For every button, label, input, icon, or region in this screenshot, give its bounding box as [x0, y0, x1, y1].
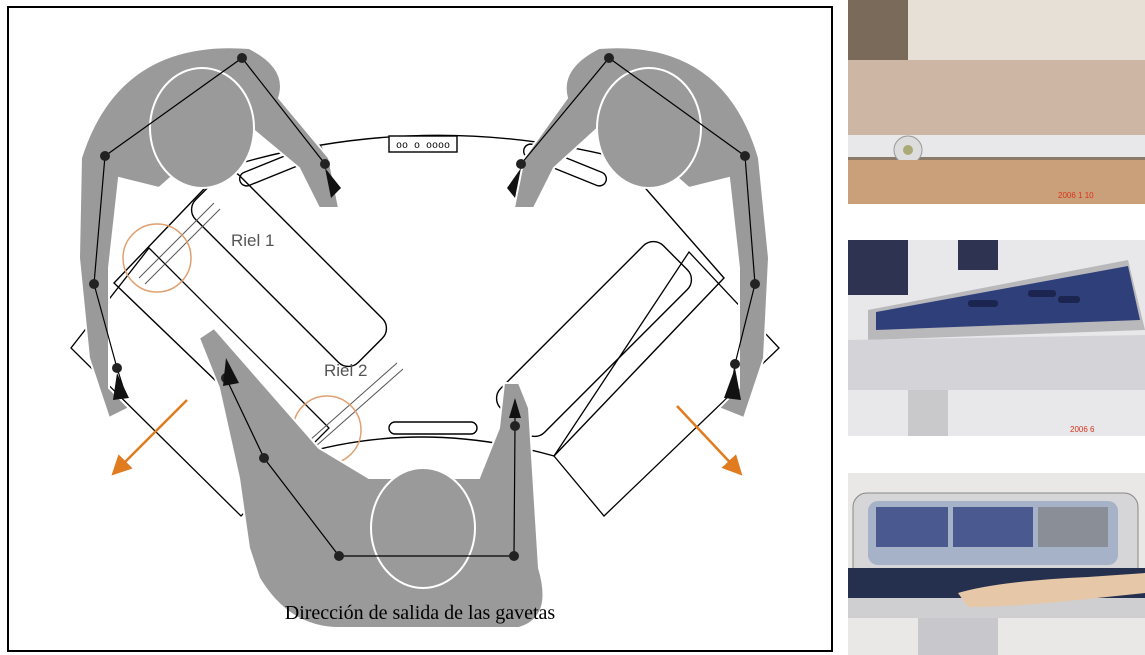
drawer-opening-photo [848, 473, 1145, 655]
diagram-drawing: oo o oooo Riel 1 Riel 2 [70, 46, 780, 629]
diagram-caption: Dirección de salida de las gavetas [284, 602, 556, 624]
hands [113, 168, 741, 418]
joints [89, 53, 760, 561]
drawer-rail-photo: 2006 1 10 [848, 0, 1145, 204]
figure-bottom [197, 326, 545, 629]
figure-top-right [512, 46, 771, 420]
connector-glyphs: oo o oooo [396, 141, 450, 152]
photo-2-stamp: 2006 6 [1070, 425, 1095, 434]
photo-1-stamp: 2006 1 10 [1058, 191, 1094, 200]
right-exit-arrow [676, 405, 743, 476]
connector-panel [388, 135, 458, 153]
bottom-slot [388, 421, 478, 435]
seated-figures [77, 46, 771, 629]
top-right-slot [522, 143, 608, 187]
rail-1-marker [122, 223, 192, 293]
drawer-tray-photo: 2006 6 [848, 240, 1145, 436]
rail-2-label: Riel 2 [324, 361, 367, 380]
left-exit-arrow [111, 399, 188, 476]
rail-1-label: Riel 1 [231, 231, 274, 250]
drawer-layout-diagram: oo o oooo Riel 1 Riel 2 [7, 6, 833, 652]
figure-top-left [77, 46, 341, 420]
